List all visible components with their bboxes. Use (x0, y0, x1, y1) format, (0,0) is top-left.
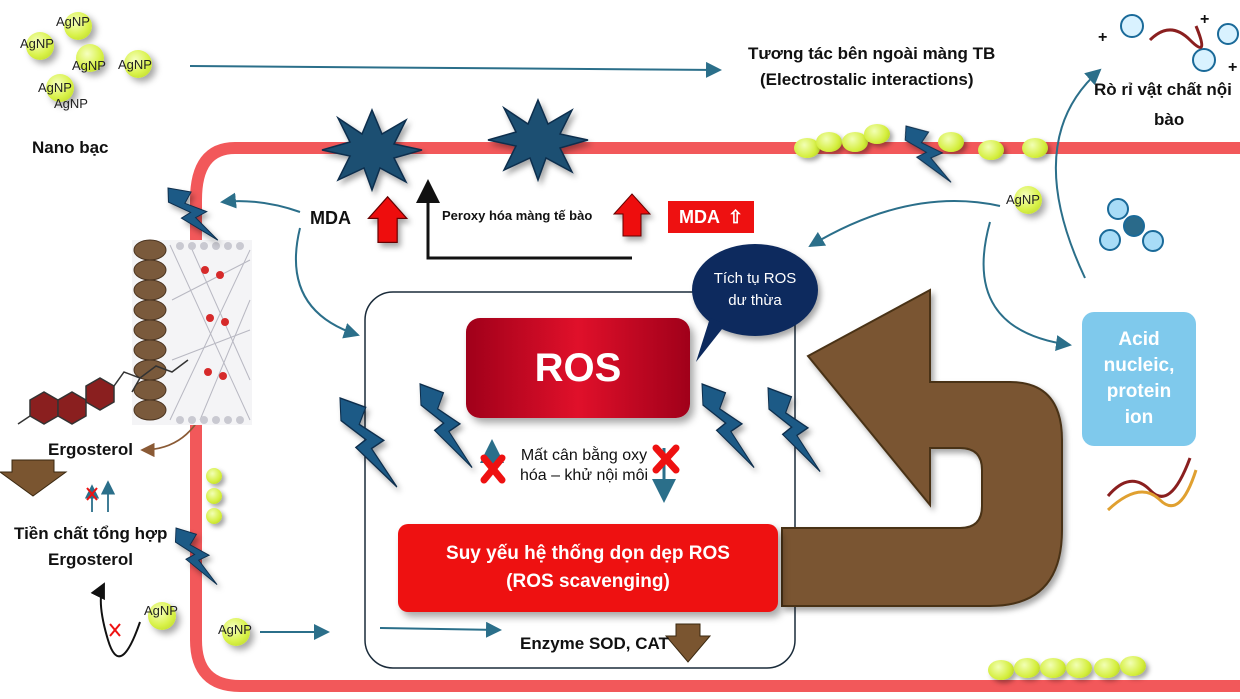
agnp-label: AgNP (38, 80, 72, 95)
agnp-label: AgNP (1006, 192, 1040, 207)
peroxidation-label: Peroxy hóa màng tế bào (442, 208, 593, 223)
acid-nucleic-box: Acid nucleic, protein ion (1082, 312, 1196, 446)
ergosterol-label: Ergosterol (48, 440, 134, 459)
nano-silver-label: Nano bạc (32, 138, 109, 157)
bubble-tail (696, 318, 726, 362)
agnp-label: AgNP (54, 96, 88, 111)
precursor-line1: Tiền chất tổng hợp (14, 524, 168, 543)
agnp-label: AgNP (218, 622, 252, 637)
acid-line3: protein (1106, 381, 1172, 402)
external-interaction-line1: Tương tác bên ngoài màng TB (748, 44, 996, 63)
mda-up-arrow-left (367, 195, 409, 244)
mda-box-label: MDA (678, 206, 720, 227)
mda-increase-box: MDA ⇧ (668, 201, 754, 233)
agnp-label: AgNP (56, 14, 90, 29)
mda-label-left: MDA (310, 208, 351, 228)
svg-text:+: + (1228, 59, 1237, 76)
agnp-particle (222, 618, 250, 646)
agnp-label: AgNP (118, 57, 152, 72)
external-interaction-line2: (Electrostalic interactions) (760, 70, 974, 89)
mda-up-arrow-middle (612, 193, 652, 237)
svg-text:+: + (1200, 11, 1209, 28)
scavenging-line2: (ROS scavenging) (506, 571, 670, 592)
ros-accumulation-bubble: Tích tụ ROS dư thừa (692, 244, 818, 336)
leaked-molecules (1099, 14, 1239, 252)
ergosterol-molecule (17, 359, 189, 425)
leakage-line2: bào (1154, 110, 1185, 129)
agnp-label: AgNP (72, 58, 106, 73)
recycle-brown-arrow (781, 288, 1063, 607)
agnp-particle (1014, 186, 1042, 214)
agnp-label: AgNP (144, 603, 178, 618)
ros-accumulation-text: Tích tụ ROS dư thừa (713, 270, 797, 309)
agnp-particle (148, 602, 176, 630)
acid-line1: Acid (1118, 329, 1160, 350)
ros-box: ROS (466, 318, 690, 418)
acid-line4: ion (1124, 407, 1154, 428)
svg-text:+: + (1098, 29, 1107, 46)
ergosterol-down-arrow (0, 459, 68, 497)
enzyme-label: Enzyme SOD, CAT (520, 634, 669, 653)
x-marks (480, 444, 680, 484)
imbalance-label: Mất cân bằng oxy hóa – khử nội môi (519, 447, 649, 484)
ros-scavenging-box: Suy yếu hệ thống dọn dẹp ROS (ROS scaven… (398, 524, 778, 612)
scavenging-line1: Suy yếu hệ thống dọn dẹp ROS (446, 543, 730, 564)
agnp-label: AgNP (20, 36, 54, 51)
membrane-bilayer (132, 239, 252, 425)
precursor-line2: Ergosterol (48, 550, 134, 569)
ros-label: ROS (534, 345, 622, 390)
acid-line2: nucleic, (1103, 355, 1175, 376)
up-arrow-icon: ⇧ (727, 206, 744, 227)
leakage-line1: Rò rỉ vật chất nội (1094, 80, 1232, 99)
enzyme-down-arrow (664, 623, 712, 663)
dna-icon (1106, 25, 1204, 512)
